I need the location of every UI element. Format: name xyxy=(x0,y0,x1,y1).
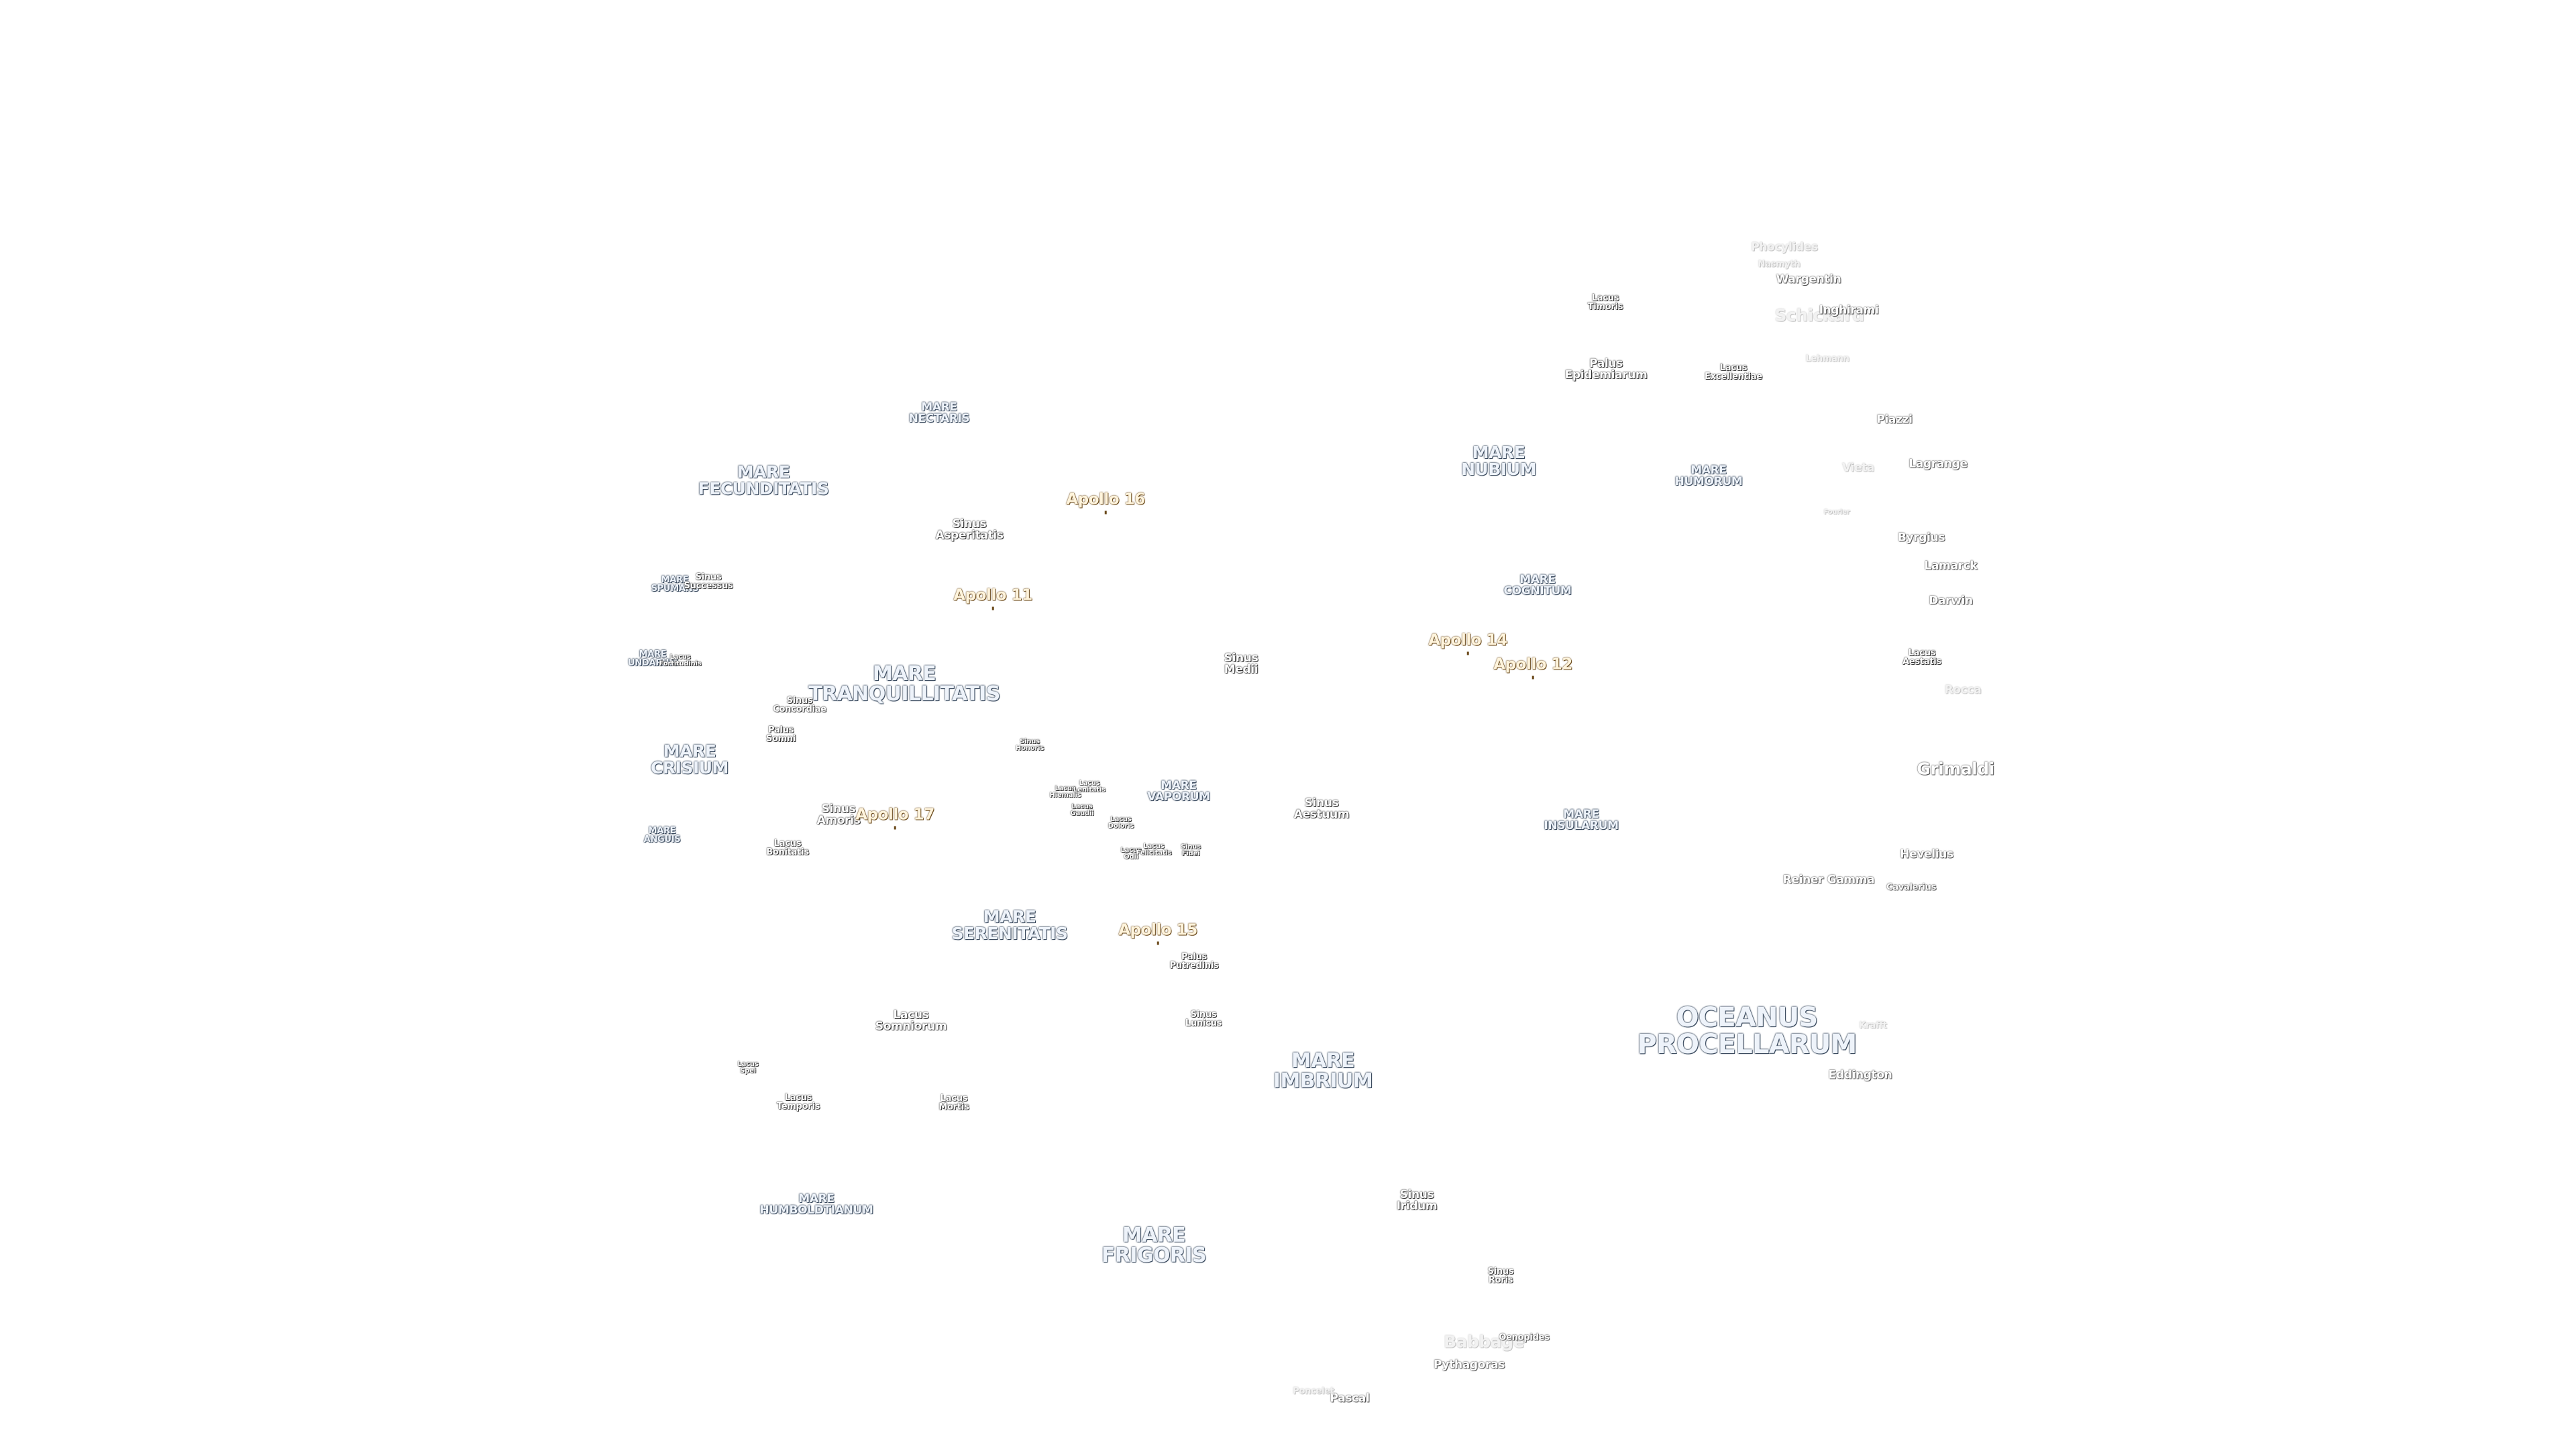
label-lacus-aestatis: Lacus Aestatis xyxy=(1902,648,1941,667)
label-lacus-temporis: Lacus Temporis xyxy=(776,1093,820,1112)
label-fourier: Fourier xyxy=(1823,508,1850,516)
apollo-15-site[interactable]: Apollo 15 xyxy=(1118,921,1197,939)
label-wargentin: Wargentin xyxy=(1776,272,1841,286)
label-piazzi: Piazzi xyxy=(1876,413,1913,427)
label-lacus-lenitatis: Lacus Lenitatis xyxy=(1073,780,1106,794)
label-sinus-amoris: Sinus Amoris xyxy=(816,802,861,827)
label-sinus-roris: Sinus Roris xyxy=(1487,1267,1514,1285)
label-lacus-somniorum: Lacus Somniorum xyxy=(875,1008,947,1033)
label-mare-cognitum: MARE COGNITUM xyxy=(1503,573,1572,598)
label-rocca: Rocca xyxy=(1944,683,1982,697)
label-krafft: Krafft xyxy=(1859,1020,1887,1031)
label-babbage: Babbage xyxy=(1444,1332,1524,1352)
label-mare-imbrium: MARE IMBRIUM xyxy=(1273,1049,1373,1093)
label-sinus-honoris: Sinus Honoris xyxy=(1015,738,1044,752)
label-lacus-mortis: Lacus Mortis xyxy=(938,1093,969,1112)
label-schickard: Schickard xyxy=(1774,305,1864,325)
apollo-14-site[interactable]: Apollo 14 xyxy=(1428,631,1507,649)
label-oenopides: Oenopides xyxy=(1499,1332,1550,1343)
label-sinus-aestuum: Sinus Aestuum xyxy=(1293,796,1350,821)
label-sinus-fidei: Sinus Fidei xyxy=(1181,843,1201,857)
label-mare-nectaris: MARE NECTARIS xyxy=(908,400,970,425)
label-nasmyth: Nasmyth xyxy=(1758,259,1801,270)
label-lacus-timoris: Lacus Timoris xyxy=(1587,293,1623,312)
label-palus-somni: Palus Somni xyxy=(765,725,796,744)
apollo-12-site[interactable]: Apollo 12 xyxy=(1493,655,1572,674)
label-poncelet: Poncelet xyxy=(1293,1386,1334,1397)
label-lamarck: Lamarck xyxy=(1924,559,1978,573)
label-lacus-excellentiae: Lacus Excellentiae xyxy=(1705,363,1762,382)
label-mare-humorum: MARE HUMORUM xyxy=(1674,464,1743,488)
label-mare-vaporum: MARE VAPORUM xyxy=(1147,779,1210,804)
label-mare-humboldtianum: MARE HUMBOLDTIANUM xyxy=(759,1192,873,1217)
label-lacus-hiemalis: Lacus Hiemalis xyxy=(1049,785,1081,799)
label-inghirami: Inghirami xyxy=(1819,303,1879,317)
label-sinus-lunicus: Sinus Lunicus xyxy=(1185,1010,1222,1028)
label-mare-tranquillitatis: MARE TRANQUILLITATIS xyxy=(808,662,1000,706)
label-mare-crisium: MARE CRISIUM xyxy=(651,741,729,777)
label-lacus-doloris: Lacus Doloris xyxy=(1108,816,1134,830)
label-cavalerius: Cavalerius xyxy=(1886,882,1937,893)
label-mare-undarum: MARE UNDARUM xyxy=(628,649,678,668)
label-mare-anguis: MARE ANGUIS xyxy=(643,826,681,845)
label-sinus-medii: Sinus Medii xyxy=(1224,651,1258,676)
label-lacus-bonitatis: Lacus Bonitatis xyxy=(766,839,809,857)
label-sinus-successus: Sinus Successus xyxy=(684,572,733,591)
label-lagrange: Lagrange xyxy=(1909,457,1968,471)
label-grimaldi: Grimaldi xyxy=(1917,759,1994,779)
label-mare-serenitatis: MARE SERENITATIS xyxy=(951,907,1068,943)
label-pascal: Pascal xyxy=(1330,1391,1370,1405)
label-palus-putredinis: Palus Putredinis xyxy=(1169,952,1219,971)
label-lehmann: Lehmann xyxy=(1805,354,1849,364)
label-lacus-odii: Lacus Odii xyxy=(1120,847,1142,861)
label-darwin: Darwin xyxy=(1929,594,1973,608)
label-hevelius: Hevelius xyxy=(1900,847,1953,861)
label-lacus-spei: Lacus Spei xyxy=(737,1061,759,1075)
label-lacus-gaudii: Lacus Gaudii xyxy=(1070,803,1094,817)
label-mare-frigoris: MARE FRIGORIS xyxy=(1102,1224,1207,1267)
label-sinus-concordiae: Sinus Concordiae xyxy=(773,696,826,714)
label-mare-spumans: MARE SPUMANS xyxy=(651,575,699,594)
label-sinus-iridum: Sinus Iridum xyxy=(1396,1188,1438,1213)
label-mare-fecunditatis: MARE FECUNDITATIS xyxy=(698,462,829,498)
label-phocylides: Phocylides xyxy=(1751,240,1818,254)
label-palus-epidemiarum: Palus Epidemiarum xyxy=(1564,357,1648,382)
label-mare-insularum: MARE INSULARUM xyxy=(1544,808,1619,833)
label-reiner-gamma: Reiner Gamma xyxy=(1782,873,1875,887)
label-sinus-asperitatis: Sinus Asperitatis xyxy=(935,517,1004,542)
label-oceanus-procellarum: OCEANUS PROCELLARUM xyxy=(1637,1002,1857,1060)
apollo-11-site[interactable]: Apollo 11 xyxy=(953,586,1032,604)
label-eddington: Eddington xyxy=(1828,1068,1892,1082)
label-lacus-fortitudinis: Lacus Fortitudinis xyxy=(659,653,702,667)
label-vieta: Vieta xyxy=(1841,461,1875,475)
label-byrgius: Byrgius xyxy=(1897,531,1945,545)
apollo-16-site[interactable]: Apollo 16 xyxy=(1066,490,1145,508)
label-pythagoras: Pythagoras xyxy=(1434,1358,1505,1372)
label-lacus-felicitatis: Lacus Felicitatis xyxy=(1136,843,1172,857)
apollo-17-site[interactable]: Apollo 17 xyxy=(855,806,934,824)
label-mare-nubium: MARE NUBIUM xyxy=(1461,443,1536,479)
